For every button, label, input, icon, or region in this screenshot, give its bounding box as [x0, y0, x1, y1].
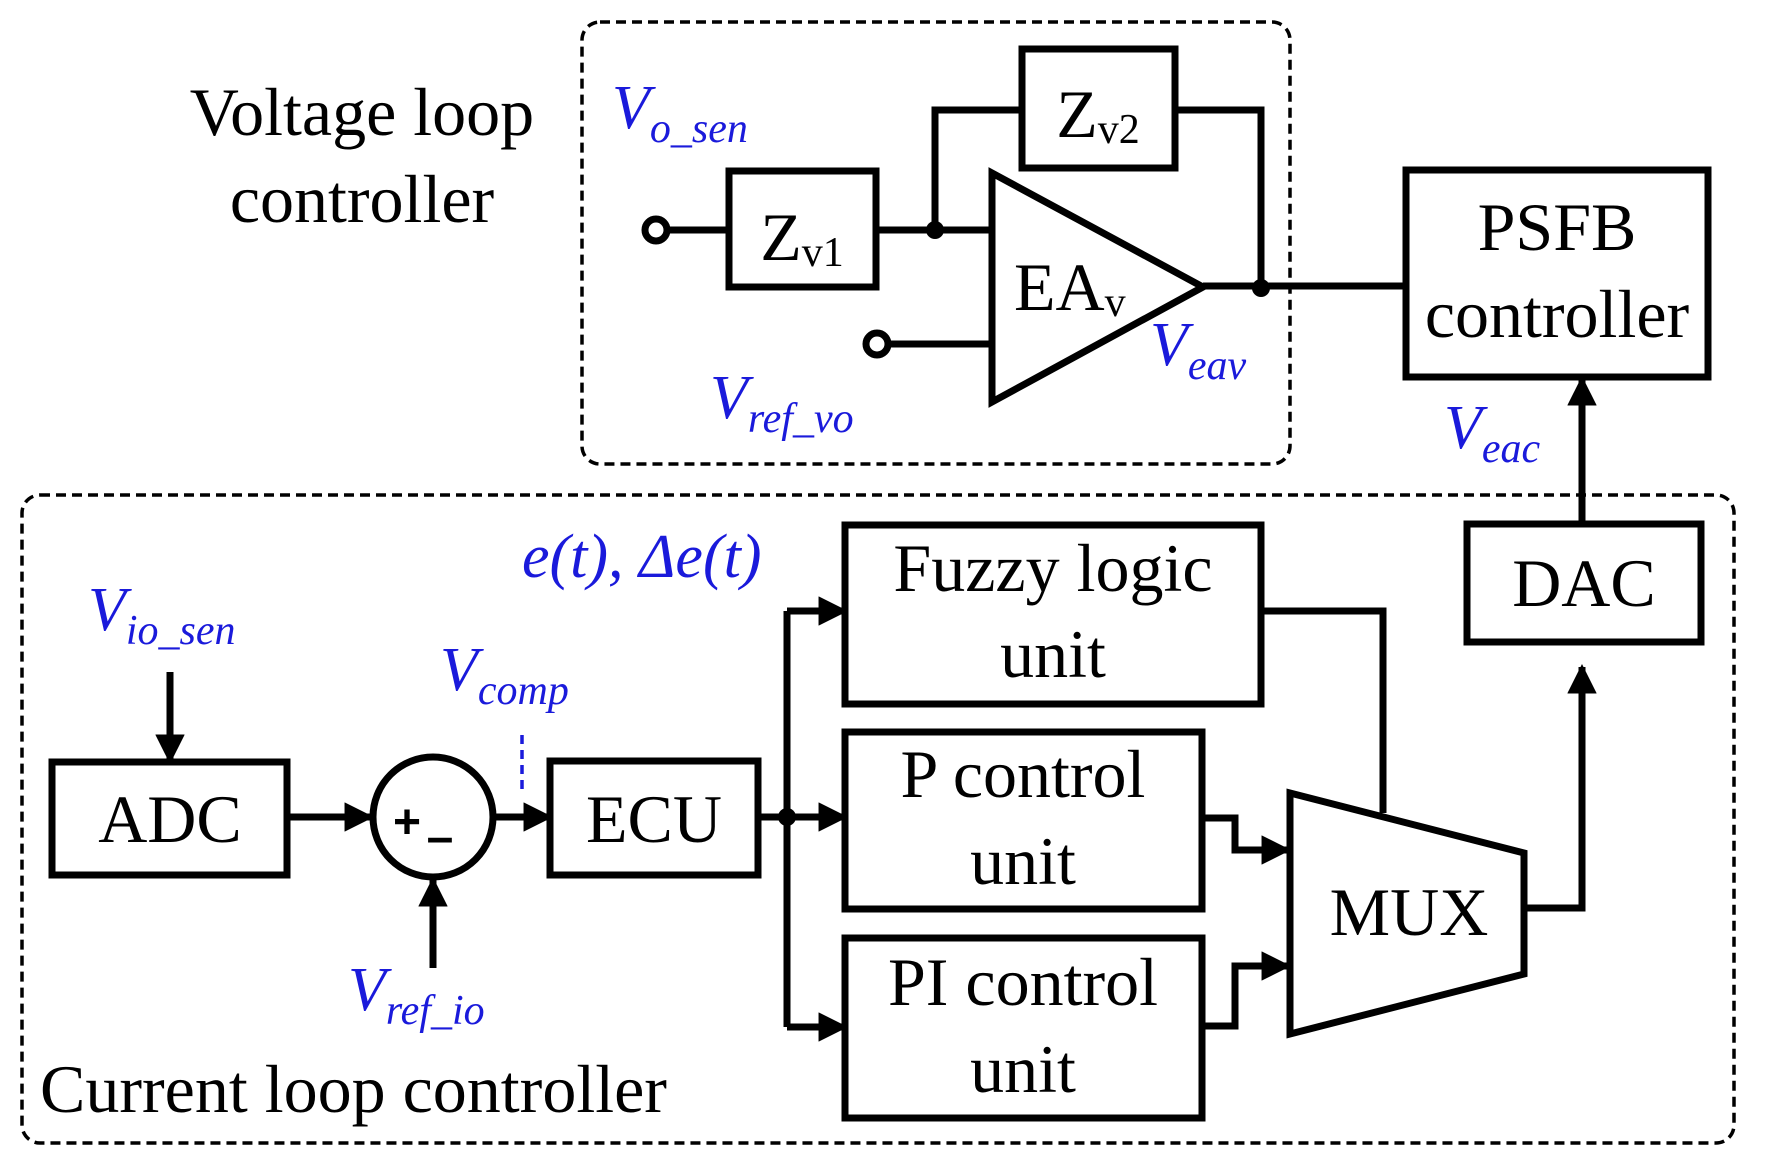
mux-label: MUX [1330, 874, 1489, 950]
sum-minus-sign: – [427, 811, 454, 864]
p-control-block [841, 728, 1206, 913]
voltage-loop-title-line2: controller [230, 161, 495, 237]
fuzzy-label-line1: Fuzzy logic [893, 530, 1212, 606]
vio-sen-label: Vio_sen [88, 576, 236, 654]
psfb-label-line2: controller [1425, 276, 1690, 352]
dac-block [1463, 520, 1705, 646]
error-signal-label: e(t), Δe(t) [522, 523, 761, 591]
ecu-block [546, 757, 762, 879]
arrow-p-mux [1202, 814, 1291, 865]
dac-label: DAC [1512, 545, 1656, 621]
junction-ea-input [926, 221, 944, 239]
mux-block [1286, 788, 1528, 1039]
p-label-line2: unit [970, 823, 1076, 899]
wire-feedback-right [1175, 106, 1265, 290]
vref-vo-terminal [862, 329, 892, 359]
fuzzy-label-line2: unit [1000, 616, 1106, 692]
vref-vo-label: Vref_vo [710, 364, 854, 442]
arrow-pi-mux [1202, 951, 1291, 1030]
psfb-label-line1: PSFB [1478, 189, 1637, 265]
p-label-line1: P control [901, 736, 1146, 812]
fuzzy-logic-block [841, 521, 1265, 708]
vref-io-label: Vref_io [348, 956, 485, 1034]
wire-fuzzy-mux [1261, 607, 1387, 813]
psfb-controller-block [1402, 166, 1712, 381]
current-loop-title: Current loop controller [40, 1051, 667, 1127]
pi-label-line2: unit [970, 1031, 1076, 1107]
zv1-block [725, 167, 880, 291]
vcomp-label: Vcomp [440, 636, 569, 714]
veav-label: Veav [1150, 311, 1247, 389]
vo-sen-label: Vo_sen [612, 74, 748, 152]
junction-ea-output [1252, 279, 1270, 297]
adc-label: ADC [98, 781, 242, 857]
ea-label: EAv [1014, 249, 1126, 326]
zv2-label: Zv2 [1056, 76, 1140, 153]
vo-sen-terminal [641, 215, 671, 245]
voltage-loop-title-line1: Voltage loop [190, 74, 534, 150]
pi-control-block [841, 934, 1206, 1122]
adc-block [48, 758, 291, 879]
veac-label: Veac [1444, 394, 1541, 472]
summing-junction [369, 753, 497, 881]
ecu-label: ECU [586, 781, 722, 857]
zv2-block [1018, 45, 1179, 172]
sum-plus-sign: + [393, 796, 421, 849]
error-amplifier [988, 167, 1211, 408]
pi-label-line1: PI control [888, 944, 1158, 1020]
arrow-mux-dac [1524, 664, 1597, 912]
zv1-label: Zv1 [760, 199, 844, 276]
current-loop-region [20, 493, 1736, 1145]
wire-feedback-left [931, 106, 1022, 230]
voltage-loop-region [580, 20, 1292, 466]
